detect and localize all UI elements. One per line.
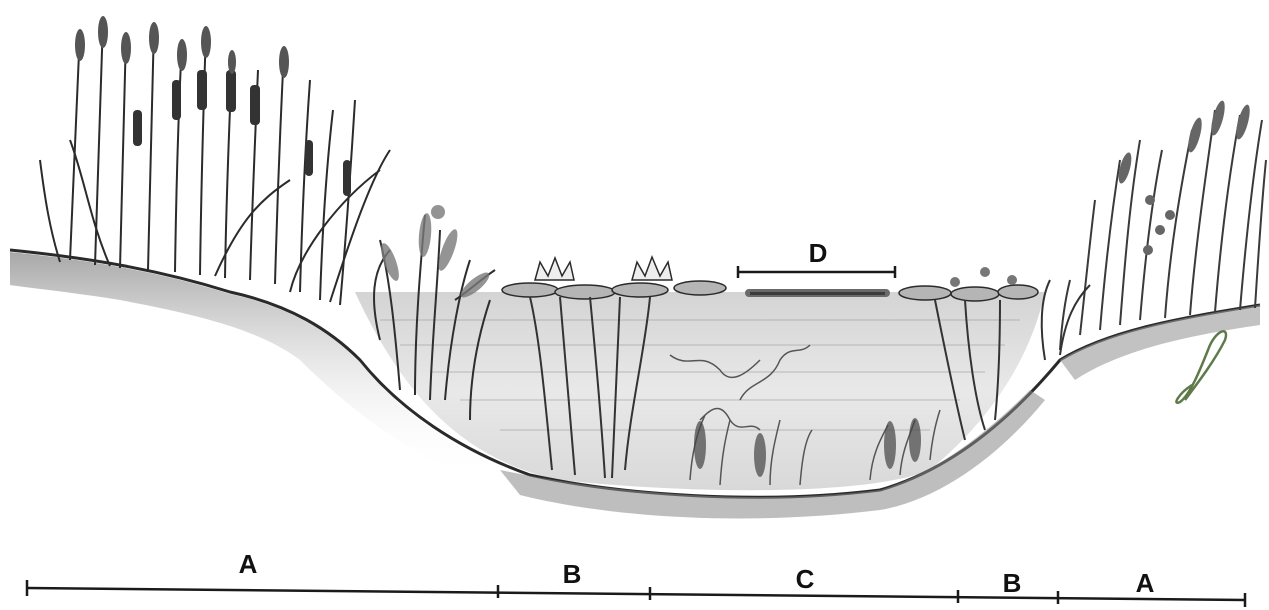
lily-flower (632, 257, 672, 280)
reed-plumes (75, 16, 289, 78)
zone-label-b-left: B (563, 559, 582, 589)
zone-scale-bar (27, 580, 1245, 607)
zone-label-a-right: A (1136, 568, 1155, 598)
zone-d-label: D (809, 238, 828, 268)
artist-signature: jk (1176, 331, 1240, 403)
water-lily-right (899, 267, 1038, 301)
zone-label-a-left: A (239, 549, 258, 579)
lily-flower (535, 258, 574, 280)
reed-plumes-right (1116, 99, 1252, 255)
marginal-leaves-left (378, 205, 493, 301)
cattail-heads (133, 70, 351, 196)
reeds-left (40, 20, 390, 305)
zone-label-b-right: B (1003, 568, 1022, 598)
zone-label-c: C (796, 564, 815, 594)
floating-plants (745, 289, 890, 297)
water-lily-left (502, 257, 726, 299)
